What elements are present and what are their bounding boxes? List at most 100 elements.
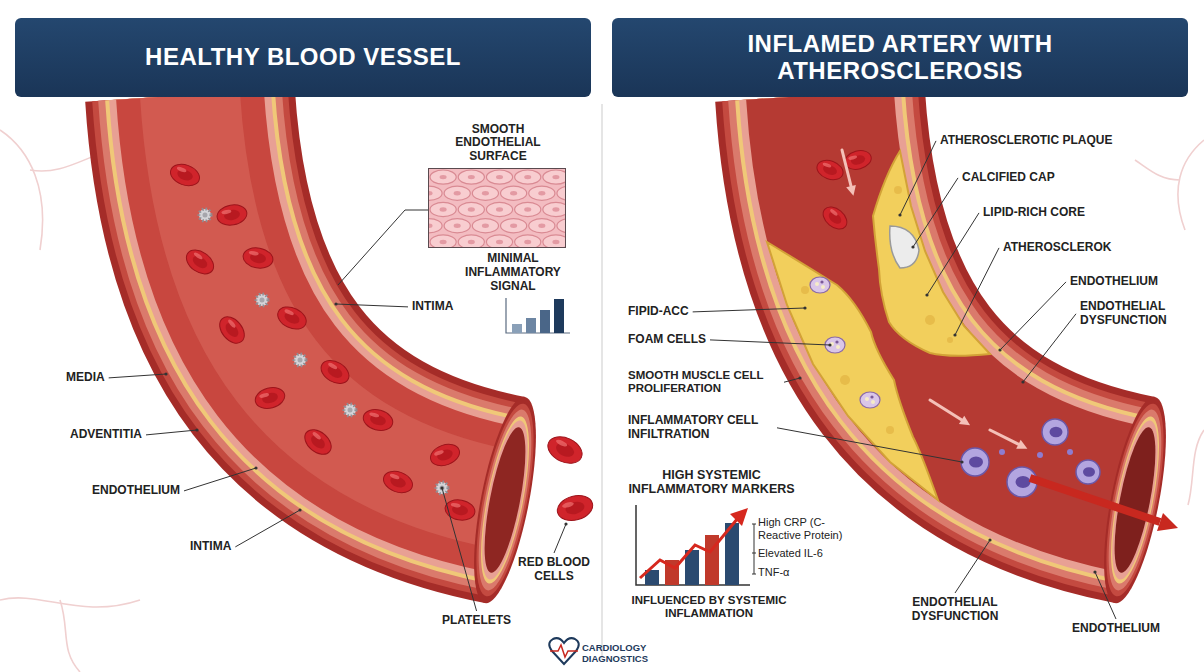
layer-label: INTIMA	[190, 540, 231, 554]
cell-body	[361, 406, 395, 433]
leader-line	[338, 210, 428, 285]
part-label: PLATELETS	[442, 614, 511, 628]
layer-label: ENDOTHELIUM	[92, 484, 180, 498]
cell-nucleus	[454, 191, 461, 195]
endothelium-layer	[190, 95, 505, 500]
platelet-core	[260, 298, 265, 303]
platelet	[199, 209, 211, 221]
cell-nucleus	[440, 240, 447, 244]
leader-line	[1095, 572, 1116, 619]
cell-body	[427, 440, 462, 469]
endothelial-cell	[501, 186, 527, 200]
cell-nucleus	[552, 240, 559, 244]
leader-line	[913, 178, 958, 247]
endothelial-cell	[429, 186, 442, 200]
endothelial-cell	[557, 186, 565, 200]
flow-head	[1016, 440, 1027, 449]
cell-nucleus	[429, 191, 433, 195]
part-label: SMOOTH MUSCLE CELL PROLIFERATION	[628, 369, 780, 395]
chart-title: HIGH SYSTEMIC INFLAMMATORY MARKERS	[614, 468, 809, 497]
flow-line	[930, 400, 965, 422]
cell-shine	[284, 308, 295, 316]
endothelial-cell	[501, 219, 527, 233]
inset-heading: SMOOTH ENDOTHELIAL SURFACE	[428, 123, 568, 164]
flow-head	[959, 416, 970, 426]
calcified-cap	[890, 226, 919, 268]
logo-heart	[549, 638, 579, 664]
foam-nucleus	[835, 340, 838, 343]
red-blood-cell	[253, 384, 287, 411]
red-blood-cell	[814, 157, 846, 183]
cell-nucleus	[468, 175, 475, 179]
cell-nucleus	[440, 175, 447, 179]
cell-nucleus	[552, 207, 559, 211]
cell-nucleus	[524, 175, 531, 179]
leader-dot	[564, 522, 567, 525]
cell-body	[555, 492, 596, 524]
immune-nucleus	[1050, 427, 1063, 437]
bracket-tick	[752, 553, 756, 554]
trend-line	[640, 518, 738, 578]
platelet	[436, 482, 448, 494]
signal-bar	[540, 310, 550, 333]
red-blood-cell	[380, 467, 415, 496]
healthy-vessel	[167, 95, 595, 608]
lipid-spot	[840, 375, 850, 385]
panel-title: INFLAMED ARTERY WITH ATHEROSCLEROSIS	[672, 31, 1128, 85]
platelet	[294, 354, 306, 366]
cell-nucleus	[510, 191, 517, 195]
signal-bars	[506, 298, 570, 333]
endothelial-cell	[515, 202, 541, 216]
endothelial-cell	[458, 170, 484, 184]
cell-nucleus	[454, 223, 461, 227]
cell-nucleus	[482, 223, 489, 227]
cell-body	[300, 425, 336, 460]
chart-note: INFLUENCED BY SYSTEMIC INFLAMMATION	[620, 594, 798, 620]
lipid-spot	[925, 315, 935, 325]
cell-shine	[434, 449, 445, 456]
intima-layer	[820, 95, 1135, 500]
cell-nucleus	[496, 175, 503, 179]
red-blood-cell	[215, 312, 250, 348]
leader-line	[784, 378, 800, 382]
immune-cell	[1076, 460, 1100, 484]
endothelial-cell	[543, 235, 565, 247]
media-layer	[820, 95, 1135, 500]
endothelium-layer	[820, 95, 1135, 500]
cell-shine	[450, 502, 461, 508]
part-label: RED BLOOD CELLS	[512, 556, 596, 584]
leader-dot	[828, 343, 831, 346]
logo-pulse	[550, 645, 578, 657]
cell-body	[215, 203, 248, 228]
red-blood-cell	[167, 160, 202, 189]
endothelial-cell	[486, 235, 512, 247]
cell-body	[819, 202, 851, 233]
cell-dimple	[850, 154, 866, 166]
platelet-core	[203, 213, 208, 218]
leader-dot	[195, 428, 198, 431]
signal-bar	[554, 299, 564, 333]
cell-shine	[822, 162, 832, 168]
layer-label: ENDOTHELIUM	[1070, 275, 1158, 289]
cut-ring	[1101, 413, 1169, 587]
part-label: LIPID-RICH CORE	[983, 206, 1085, 220]
cell-body	[274, 303, 310, 334]
cell-body	[167, 160, 202, 189]
cytokine-dot	[999, 449, 1005, 455]
leader-line	[955, 248, 999, 335]
bracket-tick	[752, 574, 756, 575]
cell-nucleus	[496, 207, 503, 211]
cell-shine	[221, 209, 232, 215]
adventitia-layer	[190, 95, 505, 500]
endothelial-cell	[430, 235, 456, 247]
cell-shine	[176, 166, 187, 173]
flow-line	[842, 150, 852, 190]
cell-body	[814, 157, 846, 183]
red-blood-cell	[555, 492, 596, 524]
endothelial-cell	[458, 202, 484, 216]
leader-line	[336, 304, 408, 307]
chart-axis	[506, 298, 570, 333]
brand-label: CARDIOLOGY DIAGNOSTICS	[582, 643, 672, 665]
cell-shine	[829, 208, 838, 217]
red-blood-cell	[182, 245, 218, 279]
